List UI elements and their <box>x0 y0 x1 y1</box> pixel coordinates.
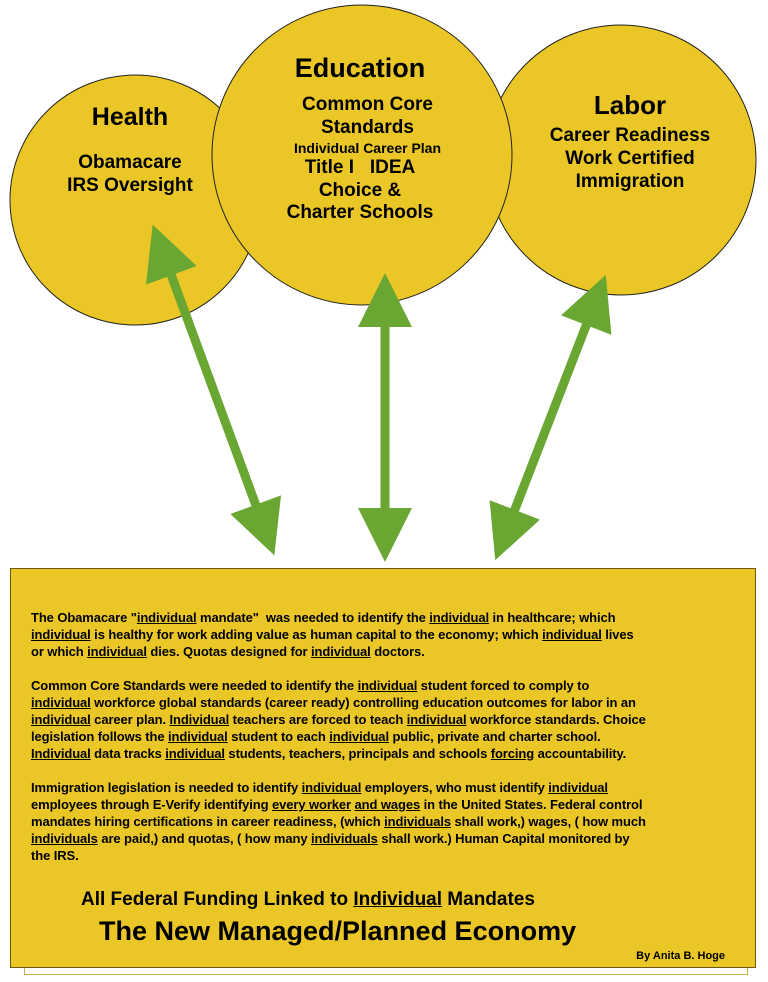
text-segment: data tracks <box>90 746 166 761</box>
underlined-word: Individual <box>169 712 230 727</box>
underlined-word: individuals <box>384 814 451 829</box>
divider <box>24 968 748 975</box>
text-segment: lives <box>601 627 634 642</box>
text-segment: accountability. <box>534 746 627 761</box>
underlined-word: individual <box>165 746 225 761</box>
text-segment: doctors. <box>370 644 425 659</box>
paragraph-line: legislation follows the individual stude… <box>31 728 751 745</box>
text-segment: The Obamacare " <box>31 610 137 625</box>
underlined-word: Individual <box>31 746 91 761</box>
text-segment: shall work,) wages, ( how much <box>450 814 646 829</box>
underlined-word: individual <box>31 695 91 710</box>
health-title: Health <box>91 103 169 131</box>
paragraphs: The Obamacare "individual mandate" was n… <box>31 609 751 881</box>
footer-headline: All Federal Funding Linked to Individual… <box>81 889 535 911</box>
underlined-word: individual <box>31 627 91 642</box>
paragraph-line: Individual data tracks individual studen… <box>31 745 751 762</box>
text-segment: Common Core Standards were needed to ide… <box>31 678 358 693</box>
paragraph-line: Immigration legislation is needed to ide… <box>31 779 751 796</box>
paragraph-line: individual career plan. Individual teach… <box>31 711 751 728</box>
underlined-word: individual <box>548 780 608 795</box>
underlined-word: individual <box>87 644 147 659</box>
education-item: Common Core <box>302 94 433 116</box>
text-segment: employers, who must identify <box>361 780 549 795</box>
paragraph: The Obamacare "individual mandate" was n… <box>31 609 751 660</box>
paragraph-line: or which individual dies. Quotas designe… <box>31 643 751 660</box>
text-segment: student forced to comply to <box>417 678 590 693</box>
text-segment: dies. Quotas designed for <box>146 644 312 659</box>
text-segment: students, teachers, principals and schoo… <box>224 746 491 761</box>
education-item: Standards <box>321 117 414 139</box>
education-text: Education Common Core Standards Individu… <box>255 52 465 225</box>
education-title: Education <box>294 53 426 83</box>
text-segment: Immigration legislation is needed to ide… <box>31 780 302 795</box>
text-segment: is healthy for work adding value as huma… <box>90 627 543 642</box>
underlined-word: individual <box>311 644 371 659</box>
footer-text: Mandates <box>442 889 535 910</box>
text-segment: mandate" was needed to identify the <box>196 610 430 625</box>
text-segment: career plan. <box>90 712 170 727</box>
text-segment: shall work.) Human Capital monitored by <box>377 831 630 846</box>
paragraph-line: employees through E-Verify identifying e… <box>31 796 751 813</box>
paragraph-line: Common Core Standards were needed to ide… <box>31 677 751 694</box>
health-item: Obamacare <box>78 152 182 173</box>
underlined-word: individual <box>406 712 467 727</box>
text-segment: legislation follows the <box>31 729 169 744</box>
underlined-word: individual <box>168 729 228 744</box>
underlined-word: individual <box>136 610 197 625</box>
labor-arrow <box>489 274 612 561</box>
text-segment: the IRS. <box>31 848 79 863</box>
footer-title: The New Managed/Planned Economy <box>99 916 577 946</box>
labor-item: Career Readiness <box>549 125 711 147</box>
text-segment: mandates hiring certifications in career… <box>31 814 385 829</box>
labor-text: Labor Career Readiness Work Certified Im… <box>525 90 735 194</box>
labor-item: Immigration <box>575 170 685 192</box>
explanation-box: The Obamacare "individual mandate" was n… <box>10 568 756 968</box>
underlined-word: individual <box>429 610 489 625</box>
education-item: Individual Career Plan <box>293 139 442 156</box>
health-arrow <box>145 224 282 556</box>
paragraph: Immigration legislation is needed to ide… <box>31 779 751 864</box>
text-segment: or which <box>31 644 88 659</box>
education-item: Charter Schools <box>286 202 434 224</box>
paragraph-line: individuals are paid,) and quotas, ( how… <box>31 830 751 847</box>
text-segment: student to each <box>227 729 330 744</box>
text-segment: in healthcare; which <box>488 610 616 625</box>
paragraph-line: the IRS. <box>31 847 751 864</box>
labor-title: Labor <box>593 90 667 120</box>
text-segment: workforce standards. Choice <box>466 712 646 727</box>
education-item: Choice & <box>318 179 402 201</box>
underlined-word: individual <box>542 627 602 642</box>
health-item: IRS Oversight <box>67 174 193 196</box>
text-segment: public, private and charter school. <box>388 729 601 744</box>
underlined-word: and wages <box>354 797 421 812</box>
labor-item: Work Certified <box>565 147 695 169</box>
paragraph-line: The Obamacare "individual mandate" was n… <box>31 609 751 626</box>
text-segment: in the United States. Federal control <box>420 797 643 812</box>
underlined-word: individual <box>329 729 389 744</box>
underlined-word: individuals <box>311 831 378 846</box>
underlined-word: individual <box>301 780 362 795</box>
underlined-word: individual <box>357 678 418 693</box>
underlined-word: every worker <box>271 797 352 812</box>
text-segment: teachers are forced to teach <box>229 712 407 727</box>
footer-text: All Federal Funding Linked to <box>81 889 354 910</box>
text-segment: are paid,) and quotas, ( how many <box>97 831 312 846</box>
underlined-word: forcing <box>490 746 535 761</box>
paragraph-line: individual workforce global standards (c… <box>31 694 751 711</box>
underlined-word: individual <box>31 712 91 727</box>
footer-underlined: Individual <box>353 889 443 910</box>
text-segment: workforce global standards (career ready… <box>90 695 636 710</box>
byline: By Anita B. Hoge <box>636 950 725 962</box>
paragraph-line: mandates hiring certifications in career… <box>31 813 751 830</box>
text-segment: employees through E-Verify identifying <box>31 797 272 812</box>
education-item: Title I IDEA <box>304 156 416 178</box>
paragraph-line: individual is healthy for work adding va… <box>31 626 751 643</box>
health-text: Health Obamacare IRS Oversight <box>30 102 230 198</box>
paragraph: Common Core Standards were needed to ide… <box>31 677 751 762</box>
underlined-word: individuals <box>31 831 98 846</box>
